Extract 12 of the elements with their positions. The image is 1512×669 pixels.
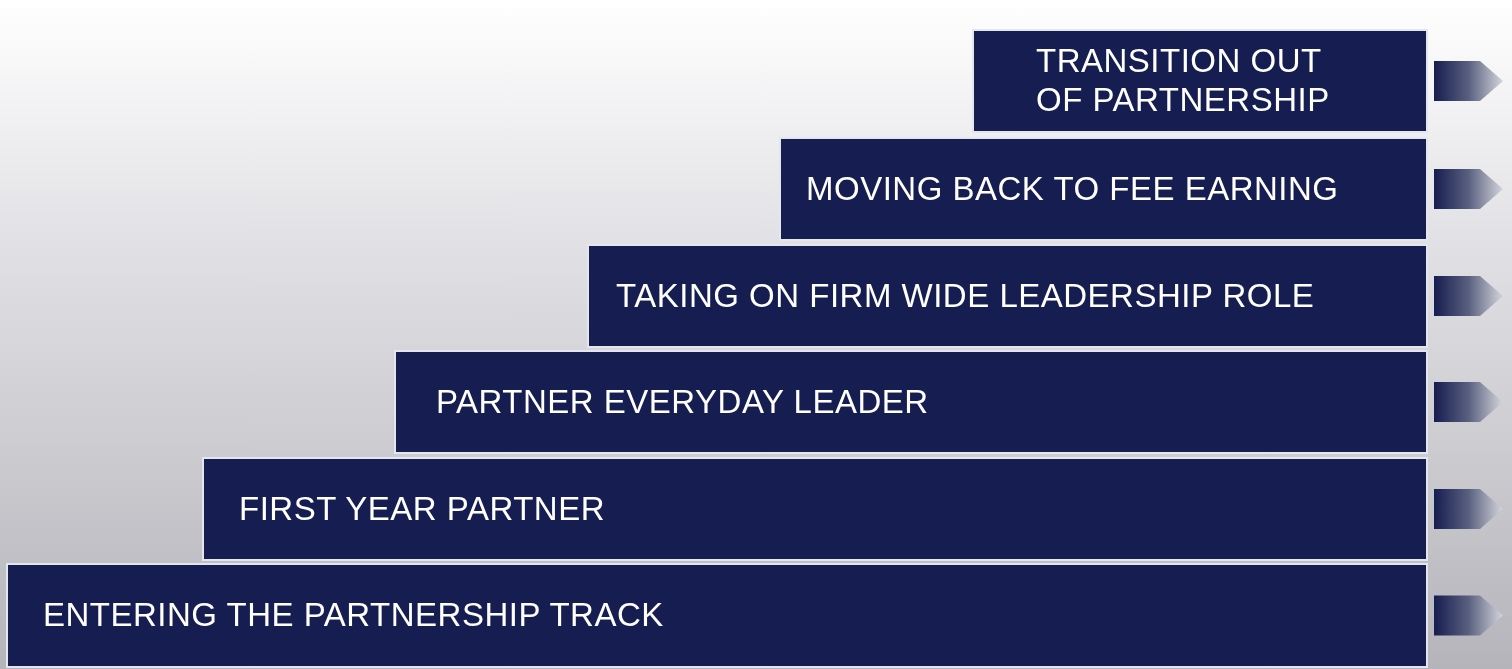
step-bar (394, 350, 1428, 454)
step-label: FIRST YEAR PARTNER (239, 489, 605, 529)
step-label: TRANSITION OUT OF PARTNERSHIP (1036, 42, 1331, 120)
step-label: ENTERING THE PARTNERSHIP TRACK (43, 596, 664, 635)
step-bar (202, 457, 1428, 561)
step-label: PARTNER EVERYDAY LEADER (436, 382, 929, 422)
step-bar (587, 244, 1428, 348)
step-bar (6, 563, 1428, 668)
step-label: TAKING ON FIRM WIDE LEADERSHIP ROLE (616, 276, 1315, 316)
step-bar (779, 137, 1428, 241)
step-label: MOVING BACK TO FEE EARNING (806, 169, 1339, 209)
step-bar (972, 29, 1428, 133)
